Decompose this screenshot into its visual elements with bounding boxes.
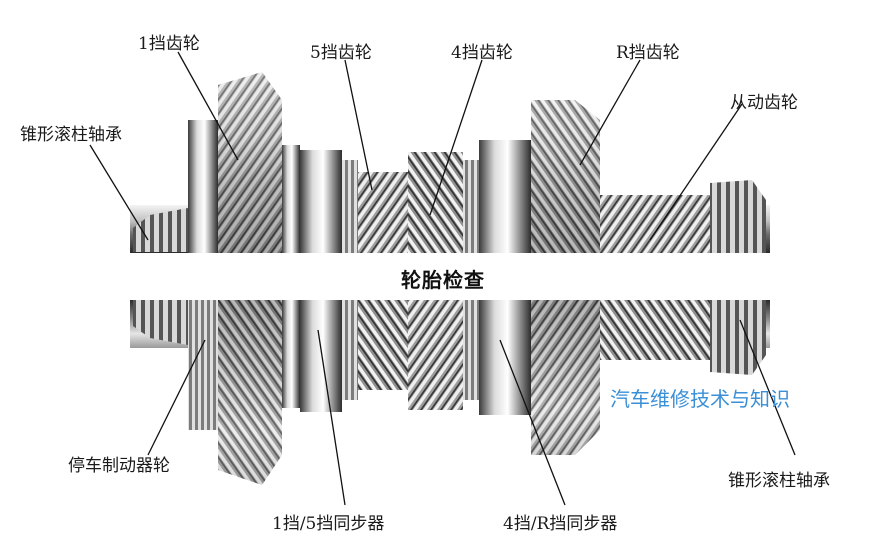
center-title: 轮胎检查 — [401, 268, 485, 292]
watermark-text: 汽车维修技术与知识 — [610, 387, 790, 411]
label-bearing-left: 锥形滚柱轴承 — [20, 125, 122, 145]
label-gear1: 1挡齿轮 — [138, 34, 200, 54]
label-gearR: R挡齿轮 — [616, 43, 680, 63]
label-bearing-right: 锥形滚柱轴承 — [728, 471, 830, 491]
label-gear4: 4挡齿轮 — [451, 43, 513, 63]
top-assembly — [130, 72, 770, 253]
label-sync-15: 1挡/5挡同步器 — [272, 514, 385, 534]
leader-lines — [89, 51, 796, 506]
label-gear5: 5挡齿轮 — [310, 43, 372, 63]
label-parking-gear: 停车制动器轮 — [68, 456, 170, 476]
bottom-assembly — [130, 300, 770, 485]
label-sync-4R: 4挡/R挡同步器 — [503, 514, 618, 534]
label-driven-gear: 从动齿轮 — [730, 93, 798, 113]
